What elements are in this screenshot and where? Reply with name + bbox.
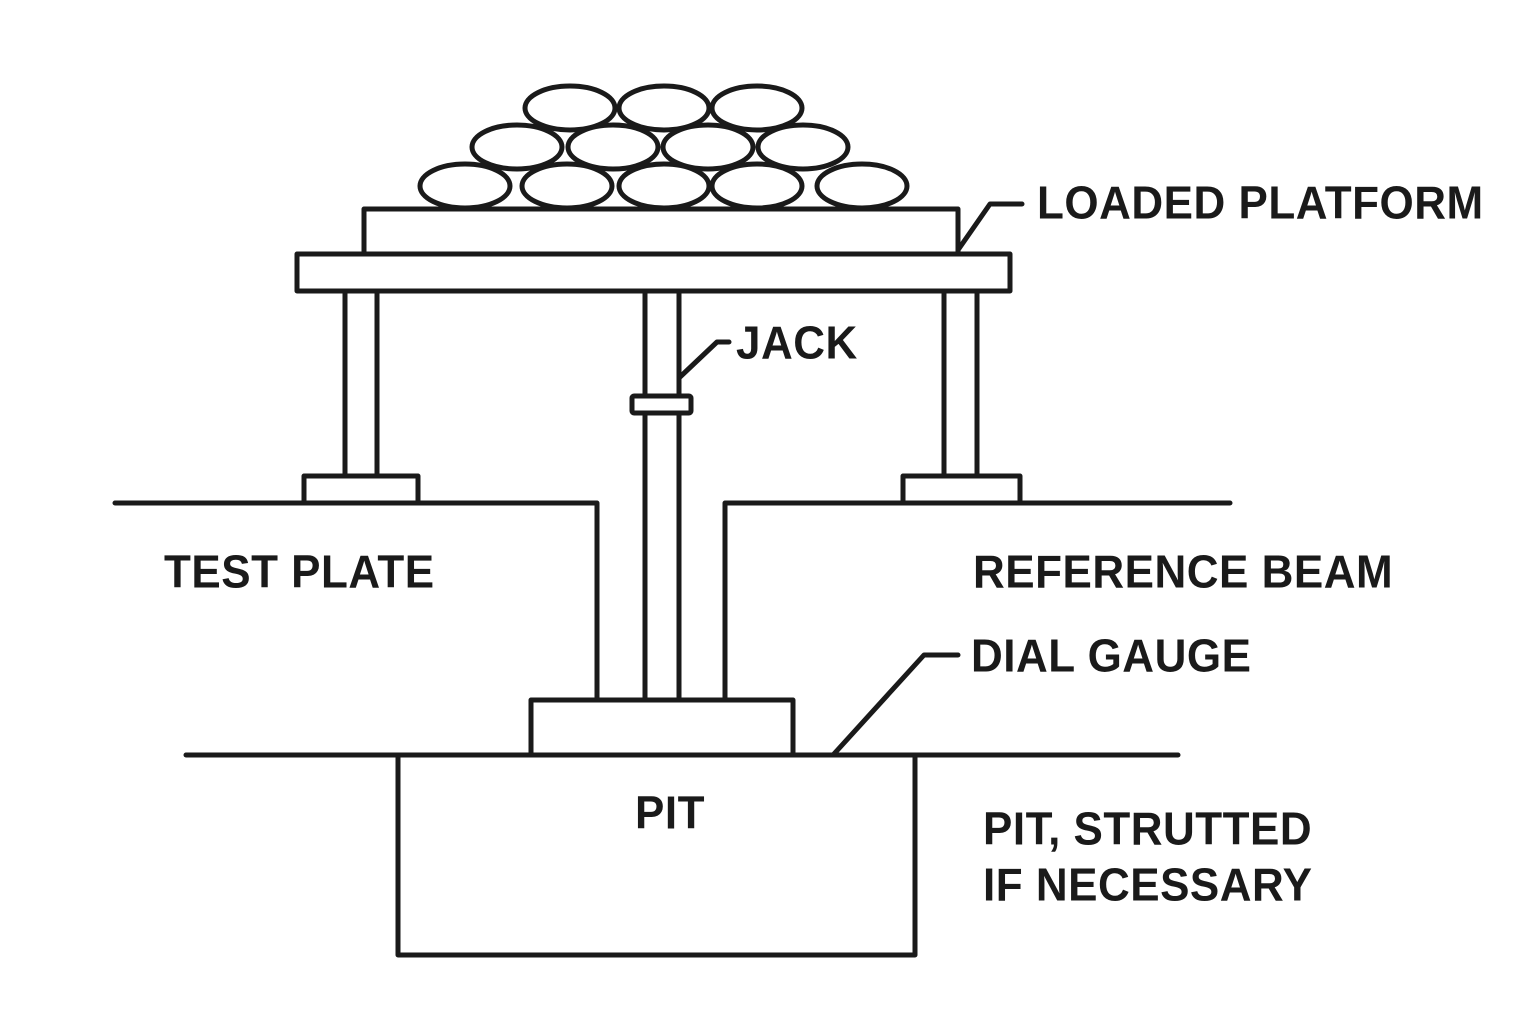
pit [395, 752, 918, 958]
jack-collar [629, 393, 694, 416]
label-reference-beam: REFERENCE BEAM [973, 546, 1394, 599]
label-pit: PIT [635, 787, 705, 840]
label-test-plate: TEST PLATE [164, 546, 435, 599]
loaded-platform [361, 206, 961, 257]
loaded-platform-leader [955, 201, 1025, 253]
load-weight [417, 161, 513, 211]
load-weight [709, 161, 805, 211]
load-weight [709, 83, 805, 133]
load-weight [469, 122, 565, 172]
label-jack: JACK [736, 317, 858, 370]
load-weight [565, 122, 661, 172]
load-weight [522, 83, 618, 133]
label-loaded-platform: LOADED PLATFORM [1037, 177, 1484, 230]
left-support-foot [301, 473, 421, 506]
dial-gauge-leader [830, 652, 961, 758]
load-weight [814, 161, 910, 211]
test-plate [528, 697, 796, 758]
platform-beam [294, 251, 1013, 294]
label-pit-note-line1: PIT, STRUTTED [983, 803, 1313, 856]
load-weight [755, 122, 851, 172]
label-pit-note-line2: IF NECESSARY [983, 859, 1313, 912]
load-weight [616, 161, 712, 211]
load-stack [417, 83, 910, 211]
left-support [301, 288, 421, 506]
jack [629, 288, 694, 703]
label-dial-gauge: DIAL GAUGE [971, 630, 1252, 683]
right-support-foot [900, 473, 1023, 506]
load-weight [616, 83, 712, 133]
ground-surface-left [112, 500, 600, 703]
load-weight [519, 161, 615, 211]
jack-leader [677, 339, 732, 380]
load-weight [660, 122, 756, 172]
ground-surface-right [722, 500, 1233, 703]
right-support [900, 288, 1023, 506]
